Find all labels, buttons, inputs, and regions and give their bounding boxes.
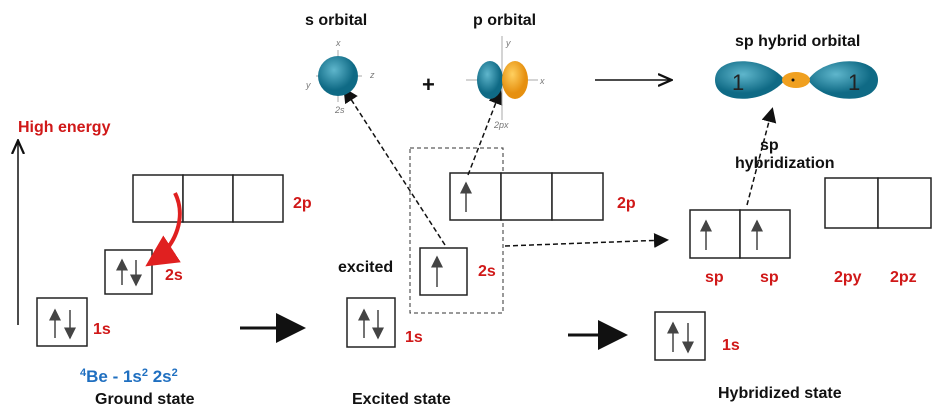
ground-1s-label: 1s [93, 321, 111, 338]
svg-text:z: z [369, 70, 375, 80]
sp-label-2: sp [760, 269, 779, 286]
excited-state-title: Excited state [352, 391, 451, 408]
plus-sign: + [422, 72, 435, 97]
process-label-1: sp [760, 137, 779, 154]
ground-2s-label: 2s [165, 267, 183, 284]
svg-text:sp hybrid orbital: sp hybrid orbital [735, 33, 860, 50]
p-orbital: p orbital y x 2px [466, 12, 545, 130]
process-label-2: hybridization [735, 155, 835, 172]
excited-state: 2p 2s excited 1s Excited state [338, 87, 669, 408]
excited-2s-label: 2s [478, 263, 496, 280]
excited-label: excited [338, 259, 393, 276]
s-orbital: s orbital x y z 2s [305, 12, 375, 115]
svg-text:2px: 2px [493, 120, 509, 130]
svg-text:x: x [539, 76, 545, 86]
ground-state: 2p 2s 1s 4Be - 1s2 2s2 Ground state [36, 174, 312, 408]
svg-text:x: x [335, 38, 341, 48]
svg-text:1: 1 [732, 70, 744, 95]
2pz-label: 2pz [890, 269, 917, 286]
ground-state-title: Ground state [95, 391, 195, 408]
svg-text:p orbital: p orbital [473, 12, 536, 29]
svg-text:1: 1 [848, 70, 860, 95]
2py-label: 2py [834, 269, 862, 286]
electron-configuration: 4Be - 1s2 2s2 [80, 367, 178, 386]
promotion-arrow [145, 192, 182, 267]
sp-label-1: sp [705, 269, 724, 286]
ground-2p-label: 2p [293, 195, 312, 212]
excited-2p-label: 2p [617, 195, 636, 212]
excited-1s-label: 1s [405, 329, 423, 346]
svg-text:s orbital: s orbital [305, 12, 367, 29]
svg-text:y: y [305, 80, 311, 90]
sp-hybrid-orbital: sp hybrid orbital 1 1 [715, 33, 878, 99]
hybridized-1s-label: 1s [722, 337, 740, 354]
energy-label: High energy [18, 119, 111, 136]
hybridized-state: sp hybridization sp sp 2py 2pz 1s Hybrid… [654, 107, 932, 402]
hybridized-state-title: Hybridized state [718, 385, 842, 402]
svg-text:y: y [505, 38, 511, 48]
svg-text:2s: 2s [334, 105, 345, 115]
